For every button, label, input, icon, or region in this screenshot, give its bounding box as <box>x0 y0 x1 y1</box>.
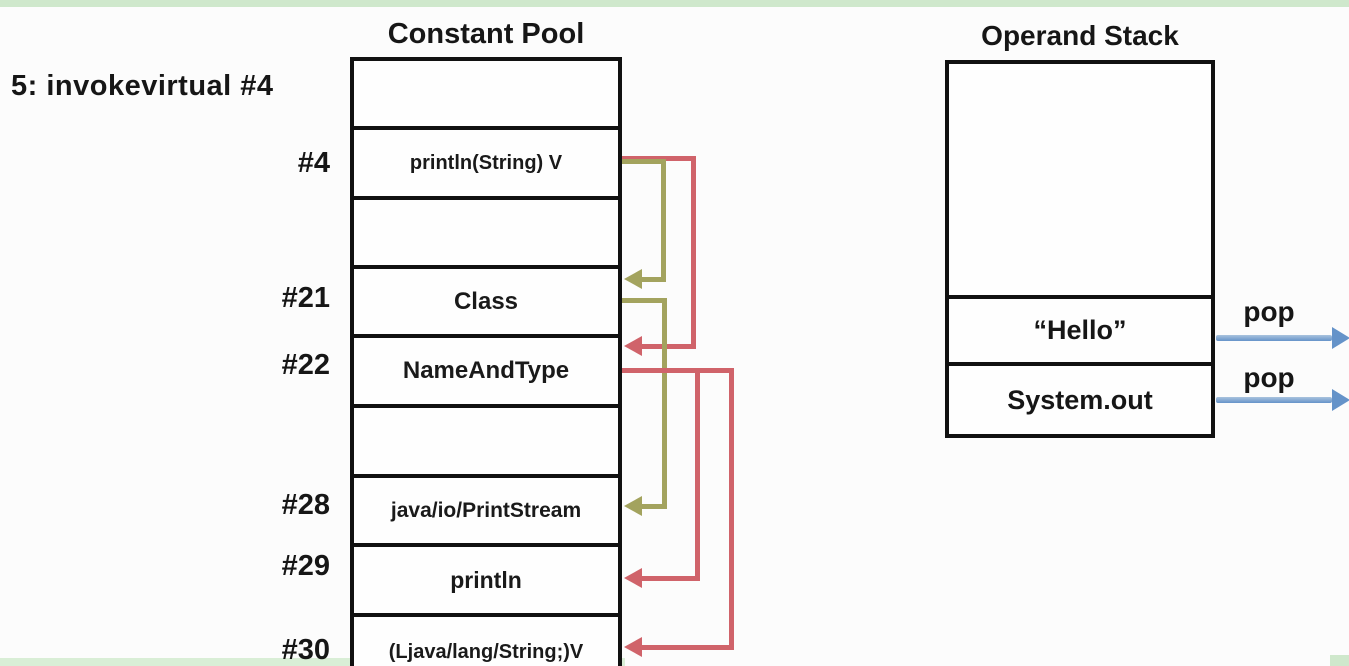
constant-pool-row-empty <box>354 61 618 130</box>
row-index-30: #30 <box>281 634 330 666</box>
pop-arrowhead-systemout <box>1332 389 1349 411</box>
constant-pool-row-30: (Ljava/lang/String;)V <box>354 617 618 666</box>
constant-pool-row-28: java/io/PrintStream <box>354 478 618 547</box>
cell-value: (Ljava/lang/String;)V <box>388 640 584 663</box>
cell-value: Class <box>453 287 519 315</box>
bottom-right-frame-strip <box>1330 655 1349 666</box>
top-frame-strip <box>0 0 1349 7</box>
pop-label-systemout: pop <box>1243 362 1295 393</box>
stack-value: System.out <box>1007 384 1153 415</box>
stack-value: “Hello” <box>1033 315 1127 345</box>
constant-pool-table: println(String) V Class NameAndType java… <box>350 57 622 666</box>
constant-pool-row-29: println <box>354 547 618 617</box>
cell-value: println(String) V <box>409 151 563 174</box>
constant-pool-row-empty <box>354 408 618 478</box>
cell-value: NameAndType <box>402 357 570 384</box>
operand-stack-table: “Hello” System.out <box>945 60 1215 438</box>
pop-arrow-systemout <box>1216 397 1332 403</box>
row-index-29: #29 <box>281 550 330 582</box>
bottom-left-frame-strip <box>0 658 625 666</box>
cell-value: println <box>450 566 522 593</box>
pop-arrowhead-hello <box>1332 327 1349 349</box>
constant-pool-row-22: NameAndType <box>354 338 618 408</box>
operand-stack-title: Operand Stack <box>981 20 1179 51</box>
row-index-4: #4 <box>297 147 330 179</box>
operand-stack-empty-area <box>949 64 1211 299</box>
row-index-21: #21 <box>281 282 330 314</box>
bytecode-instruction: 5: invokevirtual #4 <box>11 70 274 102</box>
operand-stack-entry-hello: “Hello” <box>949 299 1211 366</box>
constant-pool-title: Constant Pool <box>387 18 585 50</box>
row-index-22: #22 <box>281 349 330 381</box>
constant-pool-row-21: Class <box>354 269 618 338</box>
row-index-28: #28 <box>281 489 330 521</box>
pop-arrow-hello <box>1216 335 1332 341</box>
cell-value: java/io/PrintStream <box>390 498 582 522</box>
constant-pool-row-empty <box>354 200 618 269</box>
constant-pool-row-4: println(String) V <box>354 130 618 200</box>
pop-label-hello: pop <box>1243 296 1295 327</box>
operand-stack-entry-systemout: System.out <box>949 366 1211 434</box>
